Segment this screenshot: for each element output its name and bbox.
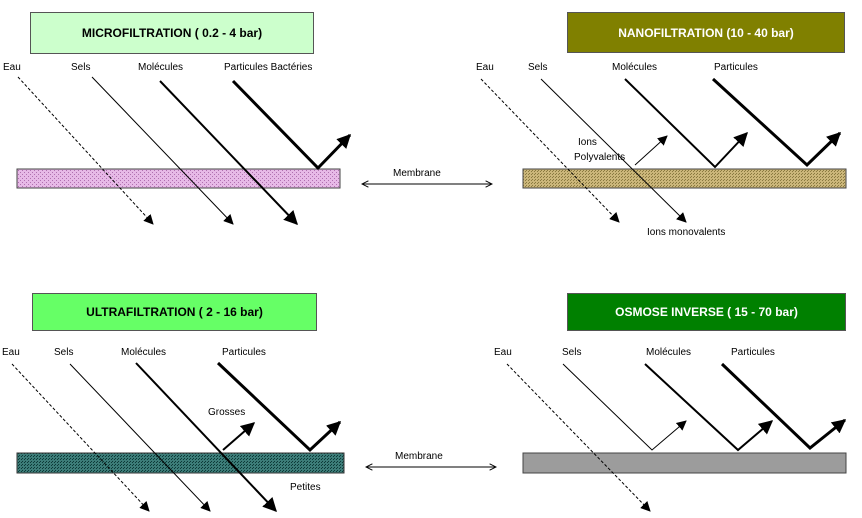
ultra-label-eau: Eau (2, 347, 20, 358)
microfiltration-title: MICROFILTRATION ( 0.2 - 4 bar) (30, 12, 314, 54)
micro-particules-arrow (231, 79, 352, 171)
nano-label-polyvalents: Polyvalents (574, 152, 626, 163)
osmose-label-particules: Particules (731, 347, 775, 358)
nano-label-ions-monovalents: Ions monovalents (647, 227, 726, 238)
nano-sels-arrow (540, 78, 687, 223)
ultra-molecules-petites-arrow (135, 362, 277, 513)
micro-eau-arrow (17, 76, 154, 225)
microfiltration-title-text: MICROFILTRATION ( 0.2 - 4 bar) (81, 26, 263, 40)
nano-label-particules: Particules (714, 62, 758, 73)
ultra-sels-arrow (69, 363, 211, 512)
osmose-particules-arrow (720, 362, 847, 450)
osmose-label-sels: Sels (562, 347, 582, 358)
micro-label-molecules: Molécules (138, 62, 184, 73)
osmose-membrane (522, 452, 847, 474)
nano-molecules-arrow (624, 78, 748, 169)
nano-particules-arrow (711, 77, 842, 168)
micro-label-eau: Eau (3, 62, 21, 73)
micro-membrane (16, 168, 341, 189)
micro-molecules-arrow (159, 80, 298, 226)
osmose-label-eau: Eau (494, 347, 512, 358)
micro-sels-arrow (91, 76, 234, 225)
nanofiltration-title: NANOFILTRATION (10 - 40 bar) (567, 12, 845, 53)
osmose-label-molecules: Molécules (646, 347, 692, 358)
ultra-label-particules: Particules (222, 347, 266, 358)
micro-label-sels: Sels (71, 62, 91, 73)
nano-label-sels: Sels (528, 62, 548, 73)
membrane-label-top: Membrane (393, 168, 441, 179)
ultrafiltration-title-text: ULTRAFILTRATION ( 2 - 16 bar) (86, 305, 263, 319)
osmose-inverse-title-text: OSMOSE INVERSE ( 15 - 70 bar) (615, 305, 798, 319)
micro-label-particules: Particules Bactéries (224, 62, 313, 73)
nanofiltration-title-text: NANOFILTRATION (10 - 40 bar) (618, 25, 794, 40)
nano-label-eau: Eau (476, 62, 494, 73)
ultrafiltration-title: ULTRAFILTRATION ( 2 - 16 bar) (32, 293, 317, 331)
ultra-label-petites: Petites (290, 482, 321, 493)
nano-eau-arrow (480, 78, 620, 223)
nano-label-molecules: Molécules (612, 62, 658, 73)
nano-ions-polyvalents-arrow (634, 135, 668, 166)
osmose-eau-arrow (506, 363, 651, 512)
ultra-particules-arrow (216, 361, 342, 453)
ultra-label-molecules: Molécules (121, 347, 167, 358)
ultra-label-sels: Sels (54, 347, 74, 358)
nano-membrane (522, 168, 847, 189)
nano-label-ions: Ions (578, 137, 597, 148)
osmose-inverse-title: OSMOSE INVERSE ( 15 - 70 bar) (567, 293, 846, 331)
osmose-sels-arrow (562, 363, 687, 451)
ultra-membrane (16, 452, 345, 474)
ultra-eau-arrow (11, 363, 150, 512)
ultra-label-grosses: Grosses (208, 407, 246, 418)
ultra-molecules-grosses-arrow (222, 422, 256, 451)
membrane-label-bottom: Membrane (395, 451, 443, 462)
osmose-molecules-arrow (644, 363, 774, 452)
